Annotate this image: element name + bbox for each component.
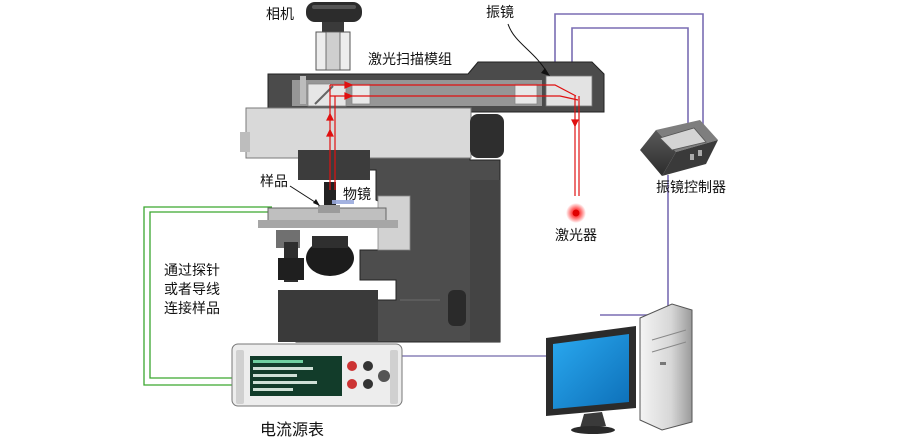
galvo-controller bbox=[640, 120, 718, 176]
probe-note-line-1: 通过探针 bbox=[164, 263, 220, 279]
camera bbox=[306, 2, 362, 71]
microscope-body bbox=[240, 107, 504, 343]
laser-label: 激光器 bbox=[555, 228, 597, 244]
galvo-label: 振镜 bbox=[486, 5, 514, 21]
objective-label: 物镜 bbox=[343, 187, 371, 203]
sample-label: 样品 bbox=[260, 174, 288, 190]
galvo-pointer bbox=[507, 23, 549, 75]
probe-note: 通过探针 或者导线 连接样品 bbox=[164, 262, 220, 319]
probe-note-line-2: 或者导线 bbox=[164, 282, 220, 298]
laser-beam bbox=[326, 81, 580, 196]
source-meter-label: 电流源表 bbox=[260, 420, 325, 439]
scan-module-label: 激光扫描模组 bbox=[368, 52, 452, 68]
sample-wire bbox=[143, 206, 280, 386]
laser-scan-module bbox=[267, 61, 605, 113]
sample-pointer bbox=[289, 185, 319, 205]
computer bbox=[546, 303, 693, 434]
camera-label: 相机 bbox=[266, 7, 294, 23]
galvo-controller-label: 振镜控制器 bbox=[656, 180, 726, 196]
source-meter bbox=[231, 343, 403, 407]
probe-note-line-3: 连接样品 bbox=[164, 301, 220, 317]
